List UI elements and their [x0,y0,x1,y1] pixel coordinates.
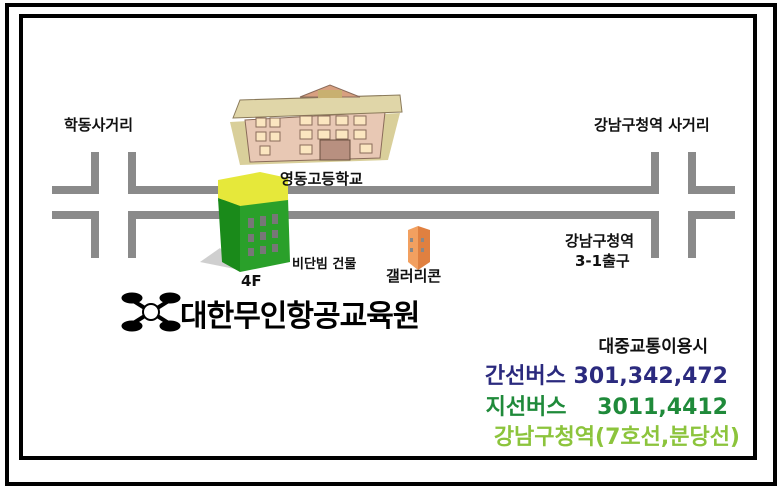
roads [52,152,735,258]
road-bottom-left [52,211,99,258]
right-intersection-label: 강남구청역 사거리 [594,116,710,134]
left-intersection-label: 학동사거리 [64,116,134,134]
organization-name: 대한무인항공교육원 [180,299,420,334]
road-bottom-middle [128,211,659,258]
transit-heading: 대중교통이용시 [598,337,708,357]
road-bottom-right [688,211,735,258]
road-top-right [688,152,735,194]
gallery-label: 갤러리콘 [386,267,442,285]
branch-bus-info: 지선버스 3011,4412 [485,395,728,420]
subway-info: 강남구청역(7호선,분당선) [493,425,740,450]
school-label: 영동고등학교 [280,170,363,188]
drone-logo-icon [121,292,181,332]
inner-frame [19,14,757,460]
school-building-icon [230,84,403,165]
gallery-building-icon [408,226,430,270]
road-top-left [52,152,99,194]
trunk-bus-info: 간선버스 301,342,472 [484,364,728,389]
station-exit-label-line1: 강남구청역 [565,232,635,250]
station-exit-label-line2: 3-1출구 [575,252,630,270]
floor-label: 4F [241,272,262,290]
road-top-middle [128,152,659,194]
outer-frame [5,3,777,486]
vidanbim-building-icon [200,172,290,272]
building-label: 비단빔 건물 [292,257,357,272]
